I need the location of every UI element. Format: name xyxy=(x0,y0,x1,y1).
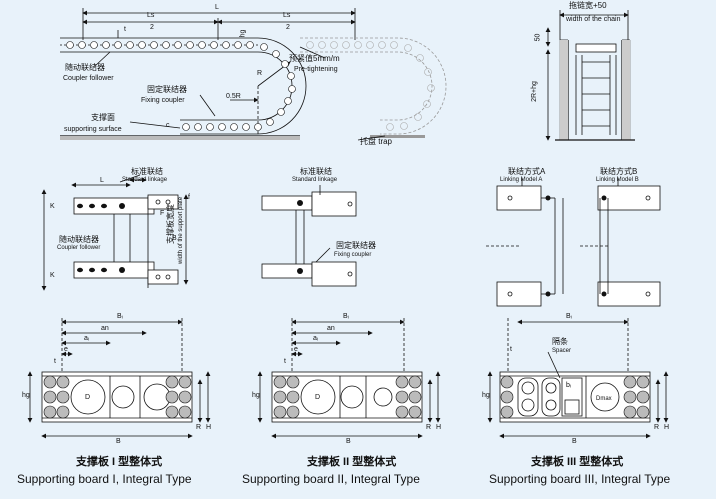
chain-width-cn: 拖链宽+50 xyxy=(569,1,607,10)
p1-dim-e: e xyxy=(64,346,68,353)
linking-model-a-en: Linking Model A xyxy=(500,177,543,183)
p2-dim-t: t xyxy=(284,358,286,365)
p1-dim-d: D xyxy=(85,394,91,401)
p1-dim-t: t xyxy=(54,358,56,365)
chain-cross-section xyxy=(545,10,635,141)
chain-side-view xyxy=(60,8,447,141)
p1-dim-bi: Bᵢ xyxy=(117,313,123,320)
std-linkage-cn-1: 标准联结 xyxy=(131,167,163,176)
plate-width-en: width of the support plate xyxy=(178,196,184,264)
dim-c-label: c xyxy=(166,122,170,129)
dim-t-label: t xyxy=(124,26,126,33)
pretightening-cn: 预紧值5mm/m xyxy=(289,54,340,63)
support-surface-en: supporting surface xyxy=(64,126,122,133)
panel-2-caption-en: Supporting board II, Integral Type xyxy=(242,472,420,486)
spacer-en: Spacer xyxy=(552,348,572,354)
std-linkage-en-2: Standard linkage xyxy=(292,177,338,183)
p3-dim-t: t xyxy=(510,346,512,353)
p1-dim-ai: aᵢ xyxy=(84,335,89,342)
p2-dim-ai: aᵢ xyxy=(313,335,318,342)
dim-05r-label: 0.5R xyxy=(226,93,241,100)
dim-k-bottom-label: K xyxy=(50,272,55,279)
chain-links xyxy=(66,41,296,131)
dim-k-top-label: K xyxy=(50,203,55,210)
p3-dim-b: B xyxy=(572,438,577,445)
support-surface-cn: 支撑面 xyxy=(91,113,115,122)
linkage-right-pins xyxy=(545,195,607,297)
dim-half-right-label: 2 xyxy=(286,24,290,31)
dim-ls-right-label: Ls xyxy=(283,12,291,19)
spacer-cn: 隔条 xyxy=(552,337,568,346)
coupler-follower-mid-cn: 随动联结器 xyxy=(59,235,99,244)
dim-l-mid-label: L xyxy=(100,177,104,184)
dashed-chain-links xyxy=(306,41,435,131)
panel-2-caption-cn: 支撑板 II 型整体式 xyxy=(307,456,397,468)
panel-1-caption-en: Supporting board I, Integral Type xyxy=(17,472,192,486)
fixing-coupler-mid-en: Fixing coupler xyxy=(334,252,372,258)
p2-dim-hg: hg xyxy=(252,392,260,399)
fixing-coupler-mid-cn: 固定联结器 xyxy=(336,241,376,250)
linkage-center-pins xyxy=(297,200,303,274)
dim-50-label: 50 xyxy=(534,33,542,42)
dim-small-f-label: f xyxy=(188,194,190,201)
p2-dim-h: H xyxy=(436,424,442,431)
linking-model-a-cn: 联结方式A xyxy=(508,167,546,176)
p2-dim-an: an xyxy=(327,325,335,332)
dim-half-left-label: 2 xyxy=(150,24,154,31)
dim-l-label: L xyxy=(215,4,219,11)
fixing-coupler-cn: 固定联结器 xyxy=(147,85,187,94)
p3-dim-bi: Bᵢ xyxy=(566,313,572,320)
dim-2r-hg-label: 2R+hg xyxy=(530,81,538,102)
p1-dim-an: an xyxy=(101,325,109,332)
panel-side-links xyxy=(43,375,650,419)
plate-width-cn: 支撑板宽度 xyxy=(166,204,175,244)
dim-f-label: F xyxy=(160,210,165,217)
p3-dim-dmax: Dmax xyxy=(596,396,612,402)
p1-dim-b: B xyxy=(116,438,121,445)
linkage-left xyxy=(41,174,189,291)
linkage-right xyxy=(486,178,661,307)
dim-r-label: R xyxy=(257,70,263,77)
panel-3-caption-en: Supporting board III, Integral Type xyxy=(489,472,671,486)
p3-dim-r: R xyxy=(654,424,660,431)
coupler-follower-en: Coupler follower xyxy=(63,75,114,82)
linking-model-b-cn: 联结方式B xyxy=(600,167,638,176)
coupler-follower-cn: 随动联结器 xyxy=(65,63,105,72)
p2-dim-d: D xyxy=(315,394,321,401)
panel-3-caption-cn: 支撑板 III 型整体式 xyxy=(531,456,624,468)
linking-model-b-en: Linking Model B xyxy=(596,177,639,183)
p2-dim-bi: Bᵢ xyxy=(343,313,349,320)
std-linkage-en-1: Standard linkage xyxy=(122,177,168,183)
coupler-follower-mid-en: Coupler follower xyxy=(57,245,101,251)
dim-hg-label: hg xyxy=(239,29,247,38)
linkage-center xyxy=(261,185,357,287)
p2-dim-e: e xyxy=(294,346,298,353)
dim-ls-left-label: Ls xyxy=(147,12,155,19)
trap-label: 托盘 trap xyxy=(360,137,393,146)
p2-dim-b: B xyxy=(346,438,351,445)
p3-dim-h: H xyxy=(664,424,670,431)
p3-dim-hg: hg xyxy=(482,392,490,399)
pretightening-en: Pre-tightening xyxy=(294,66,338,73)
p1-dim-h: H xyxy=(206,424,212,431)
std-linkage-cn-2: 标准联结 xyxy=(300,167,332,176)
fixing-coupler-en: Fixing coupler xyxy=(141,97,185,104)
chain-width-en: width of the chain xyxy=(566,16,621,23)
dim-b-mid-label: B xyxy=(172,235,177,242)
linkage-left-pins xyxy=(77,203,125,273)
panel-1-caption-cn: 支撑板 I 型整体式 xyxy=(76,456,163,468)
p1-dim-r: R xyxy=(196,424,202,431)
p2-dim-r: R xyxy=(426,424,432,431)
p1-dim-hg: hg xyxy=(22,392,30,399)
p3-dim-bi-small: bᵢ xyxy=(566,382,571,389)
